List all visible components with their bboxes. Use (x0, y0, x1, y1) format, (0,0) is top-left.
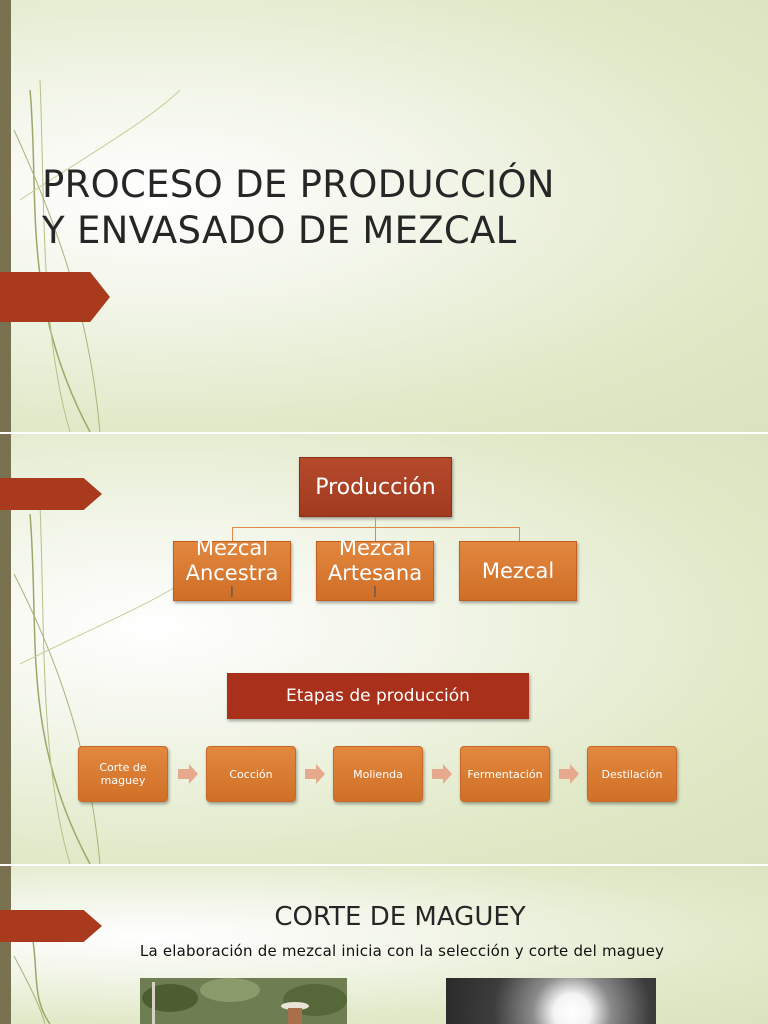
type-line-1: Mezcal (195, 536, 269, 560)
stage-arrow-icon (559, 764, 579, 784)
type-line-3: l (373, 585, 377, 601)
stage-box-molienda: Molienda (333, 746, 423, 802)
title-line-1: PROCESO DE PRODUCCIÓN (42, 163, 555, 206)
stages-title-box: Etapas de producción (227, 673, 529, 719)
stage-arrow-icon (305, 764, 325, 784)
type-line-2: Artesana (327, 561, 423, 585)
stage-label: Corte de maguey (99, 761, 147, 787)
stage-box-fermentacion: Fermentación (460, 746, 550, 802)
mezcal-artesanal-box: Mezcal Artesana l (316, 536, 434, 601)
slide-edge-bar (0, 434, 11, 864)
stage-label: Cocción (229, 767, 273, 781)
connector-drop-1 (232, 527, 233, 541)
type-line-1: Mezcal (481, 558, 555, 583)
stage-arrow-icon (432, 764, 452, 784)
stage-box-destilacion: Destilación (587, 746, 677, 802)
slide-edge-bar (0, 866, 11, 1024)
slide-edge-bar (0, 0, 11, 432)
production-label: Producción (315, 474, 436, 500)
connector-drop-3 (519, 527, 520, 541)
mezcal-ancestral-box: Mezcal Ancestra l (173, 536, 291, 601)
type-line-1: Mezcal (338, 536, 412, 560)
connector-horizontal (232, 527, 520, 528)
stage-box-coccion: Cocción (206, 746, 296, 802)
slide-arrow-tab (0, 910, 102, 942)
slide-arrow-tab (0, 272, 110, 322)
mezcal-box: Mezcal (459, 541, 577, 601)
type-line-3: l (230, 585, 234, 601)
stage-label: Fermentación (467, 767, 543, 781)
connector-vertical (375, 517, 376, 527)
slide-title: PROCESO DE PRODUCCIÓN Y ENVASADO DE MEZC… (0, 0, 768, 432)
slide-3-title: CORTE DE MAGUEY (274, 902, 526, 932)
production-box: Producción (299, 457, 452, 517)
slide-arrow-tab (0, 478, 102, 510)
maguey-field-illustration (140, 978, 347, 1024)
oven-photo (446, 978, 656, 1024)
slide-title-text: PROCESO DE PRODUCCIÓN Y ENVASADO DE MEZC… (42, 162, 662, 254)
stage-label: Molienda (353, 767, 403, 781)
stage-box-corte: Corte de maguey (78, 746, 168, 802)
connector-drop-2 (375, 527, 376, 541)
slide-3-subtitle: La elaboración de mezcal inicia con la s… (139, 942, 665, 960)
type-line-2: Ancestra (185, 561, 279, 585)
title-line-2: Y ENVASADO DE MEZCAL (42, 209, 517, 252)
stages-title: Etapas de producción (286, 686, 470, 706)
stage-label: Destilación (601, 767, 663, 781)
stage-arrow-icon (178, 764, 198, 784)
maguey-field-photo (140, 978, 347, 1024)
